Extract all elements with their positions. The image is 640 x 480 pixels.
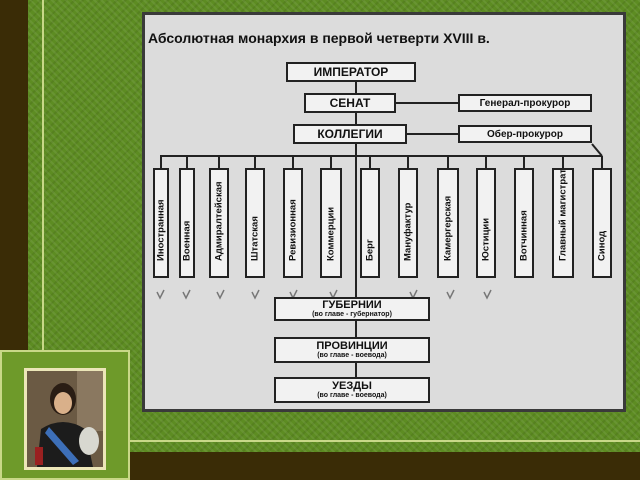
frame-line-vertical xyxy=(42,0,44,350)
college-box-6: Коммерции xyxy=(320,168,342,278)
college-box-12: Главный магистрат xyxy=(552,168,574,278)
guberniya-sub: (во главе - губернатор) xyxy=(312,311,392,319)
provinces-title: ПРОВИНЦИИ xyxy=(316,339,388,352)
college-label: Коммерции xyxy=(325,206,337,261)
senate-box: СЕНАТ xyxy=(304,93,396,113)
collegia-box: КОЛЛЕГИИ xyxy=(293,124,407,144)
portrait-picture xyxy=(27,371,103,467)
diagram-title: Абсолютная монархия в первой четверти XV… xyxy=(148,30,490,46)
emperor-box: ИМПЕРАТОР xyxy=(286,62,416,82)
college-box-8: Мануфактур xyxy=(398,168,418,278)
frame-line-horizontal xyxy=(130,440,640,442)
college-box-7: Берг xyxy=(360,168,380,278)
college-box-4: Штатская xyxy=(245,168,265,278)
college-label: Мануфактур xyxy=(402,202,414,261)
portrait-image xyxy=(24,368,106,470)
college-label: Юстиции xyxy=(480,217,492,261)
bottom-dark-bar xyxy=(130,452,640,480)
college-box-10: Юстиции xyxy=(476,168,496,278)
college-box-11: Вотчинная xyxy=(514,168,534,278)
uezdy-sub: (во главе - воевода) xyxy=(317,392,387,400)
college-label: Иностранная xyxy=(155,199,167,261)
college-label: Ревизионная xyxy=(287,199,299,261)
provinces-box: ПРОВИНЦИИ (во главе - воевода) xyxy=(274,337,430,363)
college-label: Камергерская xyxy=(442,195,454,261)
college-box-2: Военная xyxy=(179,168,195,278)
college-label: Адмиралтейская xyxy=(213,181,225,261)
provinces-sub: (во главе - воевода) xyxy=(317,352,387,360)
ober-prosecutor-box: Обер-прокурор xyxy=(458,125,592,143)
college-label: Штатская xyxy=(249,216,261,261)
left-dark-bar xyxy=(0,0,28,350)
guberniya-box: ГУБЕРНИИ (во главе - губернатор) xyxy=(274,297,430,321)
college-box-9: Камергерская xyxy=(437,168,459,278)
college-label: Военная xyxy=(181,220,193,261)
college-box-1: Иностранная xyxy=(153,168,169,278)
college-label: Вотчинная xyxy=(518,210,530,261)
college-box-3: Адмиралтейская xyxy=(209,168,229,278)
prosecutor-general-box: Генерал-прокурор xyxy=(458,94,592,112)
college-label: Главный магистрат xyxy=(557,168,569,261)
uezdy-box: УЕЗДЫ (во главе - воевода) xyxy=(274,377,430,403)
uezdy-title: УЕЗДЫ xyxy=(332,379,372,392)
college-box-5: Ревизионная xyxy=(283,168,303,278)
college-label: Берг xyxy=(364,239,376,261)
guberniya-title: ГУБЕРНИИ xyxy=(322,298,382,311)
college-label: Синод xyxy=(596,230,608,261)
college-box-13: Синод xyxy=(592,168,612,278)
